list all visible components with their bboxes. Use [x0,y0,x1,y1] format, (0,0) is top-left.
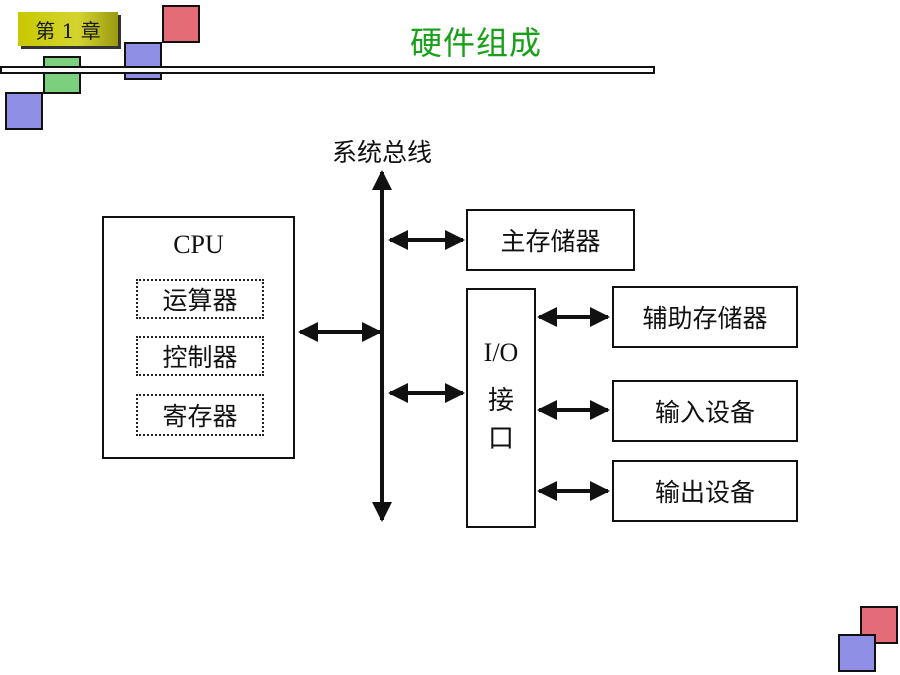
io-interface-label-line1: I/O [483,338,519,367]
slide-title: 硬件组成 [410,24,543,62]
system-bus-label: 系统总线 [332,138,433,167]
io-interface-label-line3: 口 [487,424,514,454]
io-interface-box: I/O 接 口 [466,288,536,528]
io-interface-label-line2: 接 [487,386,514,416]
decorative-square-blue [5,92,43,130]
title-rule [0,66,655,74]
cpu-component-control: 控制器 [136,336,264,376]
main-memory-box: 主存储器 [466,209,635,271]
device-input: 输入设备 [612,380,798,442]
decorative-square-red [162,5,200,43]
cpu-component-alu: 运算器 [136,279,264,319]
chapter-tag: 第 1 章 [18,12,118,46]
device-output: 输出设备 [612,460,798,522]
decorative-square-blue [838,634,876,672]
cpu-label: CPU [173,230,224,259]
device-aux-storage: 辅助存储器 [612,286,798,348]
decorative-square-green [43,56,81,94]
cpu-component-register: 寄存器 [136,394,264,436]
